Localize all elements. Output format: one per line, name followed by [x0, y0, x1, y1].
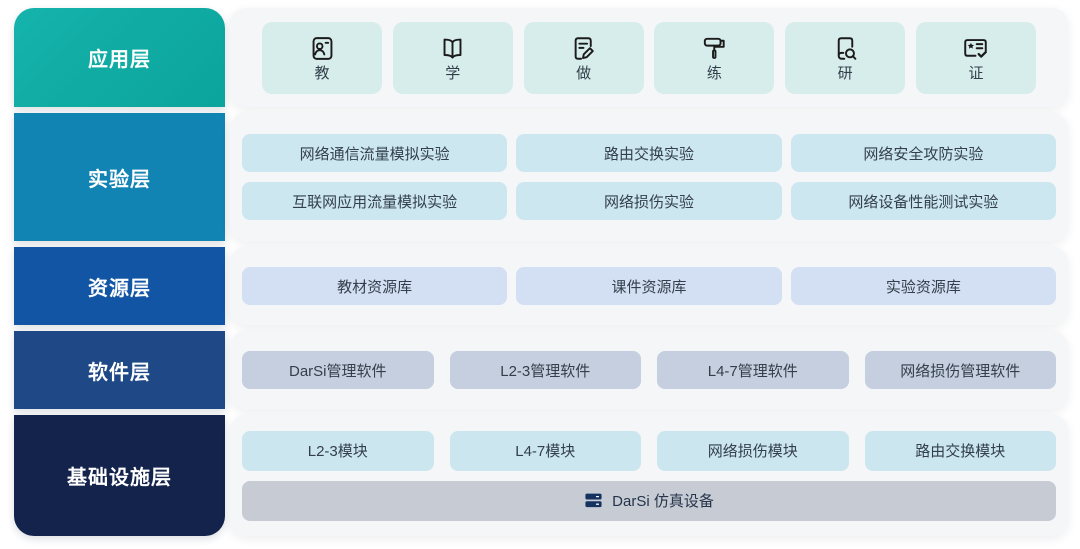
paint-roller-icon	[700, 34, 729, 63]
app-item-label: 证	[968, 65, 984, 82]
app-item-certify: 证	[915, 21, 1036, 94]
panel-infrastructure: L2-3模块 L4-7模块 网络损伤模块 路由交换模块 DarSi 仿真设备	[230, 415, 1068, 536]
layer-label-text: 资源层	[88, 277, 151, 300]
book-search-icon	[831, 34, 860, 63]
resource-item: 教材资源库	[242, 267, 508, 305]
app-item-label: 练	[706, 65, 722, 82]
module-item: 路由交换模块	[864, 430, 1056, 471]
layer-label-text: 实验层	[88, 168, 151, 191]
panel-experiment: 网络通信流量模拟实验 路由交换实验 网络安全攻防实验 互联网应用流量模拟实验 网…	[230, 113, 1068, 241]
experiment-item: 网络设备性能测试实验	[790, 182, 1056, 220]
software-item: L2-3管理软件	[449, 351, 641, 389]
experiment-item: 网络损伤实验	[516, 182, 782, 220]
layer-row-infrastructure: 基础设施层 L2-3模块 L4-7模块 网络损伤模块 路由交换模块 Dar	[14, 415, 1068, 536]
panel-software: DarSi管理软件 L2-3管理软件 L4-7管理软件 网络损伤管理软件	[230, 331, 1068, 409]
layer-label-resource: 资源层	[14, 247, 225, 325]
app-item-do: 做	[523, 21, 644, 94]
module-grid: L2-3模块 L4-7模块 网络损伤模块 路由交换模块	[242, 430, 1056, 471]
certificate-icon	[961, 34, 990, 63]
layer-label-infrastructure: 基础设施层	[14, 415, 225, 536]
note-edit-icon	[569, 34, 598, 63]
layer-label-text: 软件层	[88, 361, 151, 384]
layer-label-application: 应用层	[14, 8, 225, 107]
experiment-item: 网络通信流量模拟实验	[242, 134, 508, 172]
layer-label-text: 基础设施层	[67, 467, 172, 489]
experiment-item: 路由交换实验	[516, 134, 782, 172]
software-item: 网络损伤管理软件	[864, 351, 1056, 389]
module-item: 网络损伤模块	[657, 430, 849, 471]
device-bar: DarSi 仿真设备	[242, 480, 1056, 521]
experiment-item: 网络安全攻防实验	[790, 134, 1056, 172]
app-item-label: 做	[576, 65, 592, 82]
device-label: DarSi 仿真设备	[612, 493, 714, 510]
resource-item: 课件资源库	[516, 267, 782, 305]
panel-application: 教 学	[230, 8, 1068, 107]
layer-row-experiment: 实验层 网络通信流量模拟实验 路由交换实验 网络安全攻防实验 互联网应用流量模拟…	[14, 113, 1068, 241]
layer-row-resource: 资源层 教材资源库 课件资源库 实验资源库	[14, 247, 1068, 325]
panel-resource: 教材资源库 课件资源库 实验资源库	[230, 247, 1068, 325]
layer-label-text: 应用层	[88, 49, 151, 71]
app-item-label: 研	[837, 65, 853, 82]
module-item: L2-3模块	[242, 430, 434, 471]
layer-row-software: 软件层 DarSi管理软件 L2-3管理软件 L4-7管理软件 网络损伤管理软件	[14, 331, 1068, 409]
app-item-teach: 教	[262, 21, 382, 94]
layer-row-application: 应用层 教	[14, 8, 1068, 107]
module-item: L4-7模块	[449, 430, 641, 471]
layer-label-software: 软件层	[14, 331, 225, 409]
app-item-label: 教	[314, 65, 330, 82]
resource-item: 实验资源库	[790, 267, 1056, 305]
app-item-learn: 学	[392, 21, 513, 94]
experiment-item: 互联网应用流量模拟实验	[242, 182, 508, 220]
app-item-research: 研	[785, 21, 906, 94]
app-item-label: 学	[445, 65, 461, 82]
book-open-icon	[438, 34, 467, 63]
layer-label-experiment: 实验层	[14, 113, 225, 241]
server-icon	[584, 491, 603, 510]
teacher-icon	[308, 34, 337, 63]
software-item: L4-7管理软件	[657, 351, 849, 389]
app-item-practice: 练	[654, 21, 775, 94]
software-item: DarSi管理软件	[242, 351, 434, 389]
